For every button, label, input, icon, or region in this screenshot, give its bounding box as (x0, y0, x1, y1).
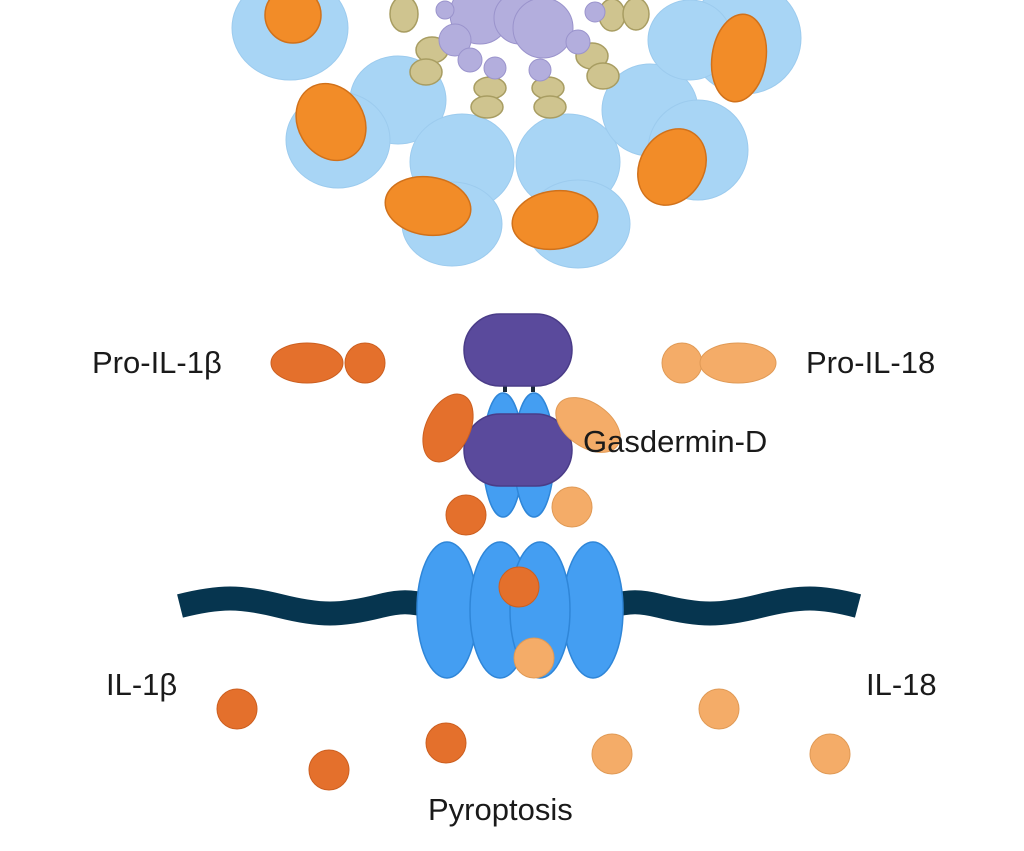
il18-particle (551, 486, 593, 528)
caspase-domains (264, 0, 768, 251)
label-il1b: IL-1β (106, 667, 178, 702)
gasdermin-d-protein (463, 313, 573, 518)
cell-membrane (177, 586, 433, 626)
il18-in-pore (513, 637, 555, 679)
adaptor-domains (389, 0, 650, 119)
label-il18: IL-18 (866, 667, 937, 702)
cell-membrane-right (607, 586, 862, 626)
label-pro-il1b: Pro-IL-1β (92, 345, 222, 380)
pro-il1b-molecule (270, 342, 386, 384)
label-pro-il18: Pro-IL-18 (806, 345, 936, 380)
il1b-particle (445, 494, 487, 536)
label-pyroptosis: Pyroptosis (428, 792, 573, 827)
inflammasome-core (435, 0, 606, 82)
il1b-in-pore (498, 566, 540, 608)
label-gasdermin-d: Gasdermin-D (583, 424, 768, 459)
pro-il18-molecule (661, 342, 777, 384)
released-il1b (216, 688, 467, 791)
il1b-fragment (422, 393, 474, 463)
released-il18 (591, 688, 851, 775)
inflammasome-complex (231, 0, 802, 269)
il18-fragment (555, 397, 621, 453)
